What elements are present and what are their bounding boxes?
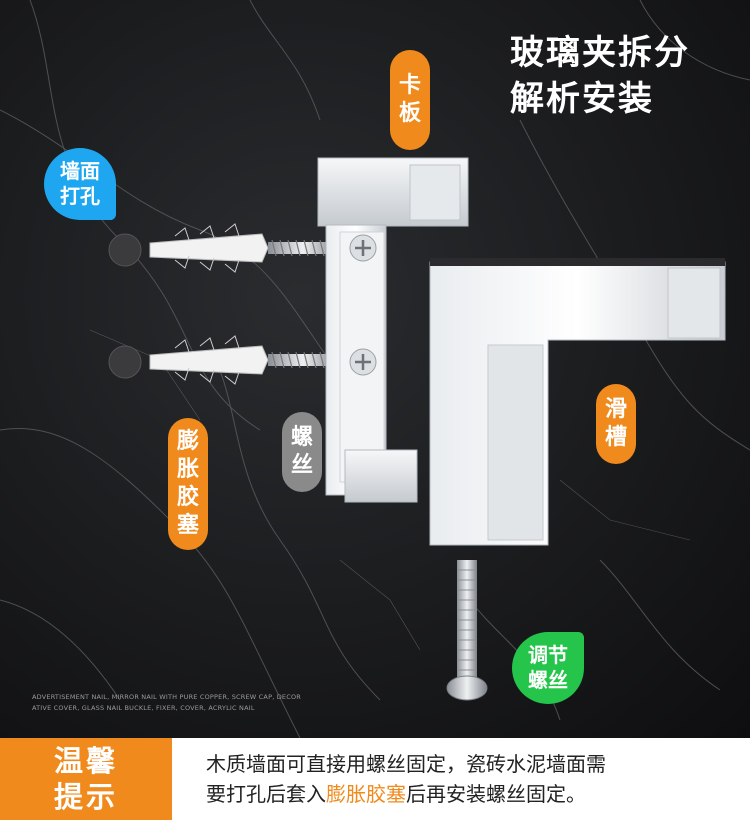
fineprint-caption: ADVERTISEMENT NAIL, MIRROR NAIL WITH PUR… xyxy=(32,693,302,712)
tip-line-1: 木质墙面可直接用螺丝固定，瓷砖水泥墙面需 xyxy=(206,752,606,776)
tips-footer: 温馨 提示 木质墙面可直接用螺丝固定，瓷砖水泥墙面需 要打孔后套入膨胀胶塞后再安… xyxy=(0,738,750,820)
tip-title: 温馨 提示 xyxy=(0,738,172,820)
card-board-label: 卡 板 xyxy=(390,50,430,150)
wall-screw-bottom xyxy=(268,351,338,369)
screw-label: 螺 丝 xyxy=(282,412,322,492)
slide-groove-clamp xyxy=(429,258,726,546)
adjusting-screw xyxy=(446,560,488,701)
headline-line-1: 玻璃夹拆分 xyxy=(510,33,690,73)
headline-line-2: 解析安装 xyxy=(510,79,654,119)
expansion-plug-bottom xyxy=(149,335,269,385)
slide-groove-label: 滑 槽 xyxy=(596,384,636,464)
headline: 玻璃夹拆分 解析安装 xyxy=(510,30,720,122)
product-stage: 玻璃夹拆分 解析安装 卡 板 墙面 打孔 膨 胀 胶 塞 螺 丝 滑 槽 调节 … xyxy=(0,0,750,738)
expansion-plug-label: 膨 胀 胶 塞 xyxy=(168,418,208,550)
expansion-plug-top xyxy=(149,223,269,273)
wall-hole-bottom xyxy=(108,345,142,379)
tip-highlight: 膨胀胶塞 xyxy=(326,782,406,806)
wall-hole-top xyxy=(108,233,142,267)
adjust-screw-label: 调节 螺丝 xyxy=(512,632,584,704)
tip-text: 木质墙面可直接用螺丝固定，瓷砖水泥墙面需 要打孔后套入膨胀胶塞后再安装螺丝固定。 xyxy=(172,749,606,809)
mounting-plate xyxy=(317,157,469,503)
tip-line-2: 要打孔后套入膨胀胶塞后再安装螺丝固定。 xyxy=(206,782,586,806)
glass-clamp-illustration xyxy=(108,157,726,701)
drill-wall-label: 墙面 打孔 xyxy=(44,148,116,220)
wall-screw-top xyxy=(268,239,338,257)
